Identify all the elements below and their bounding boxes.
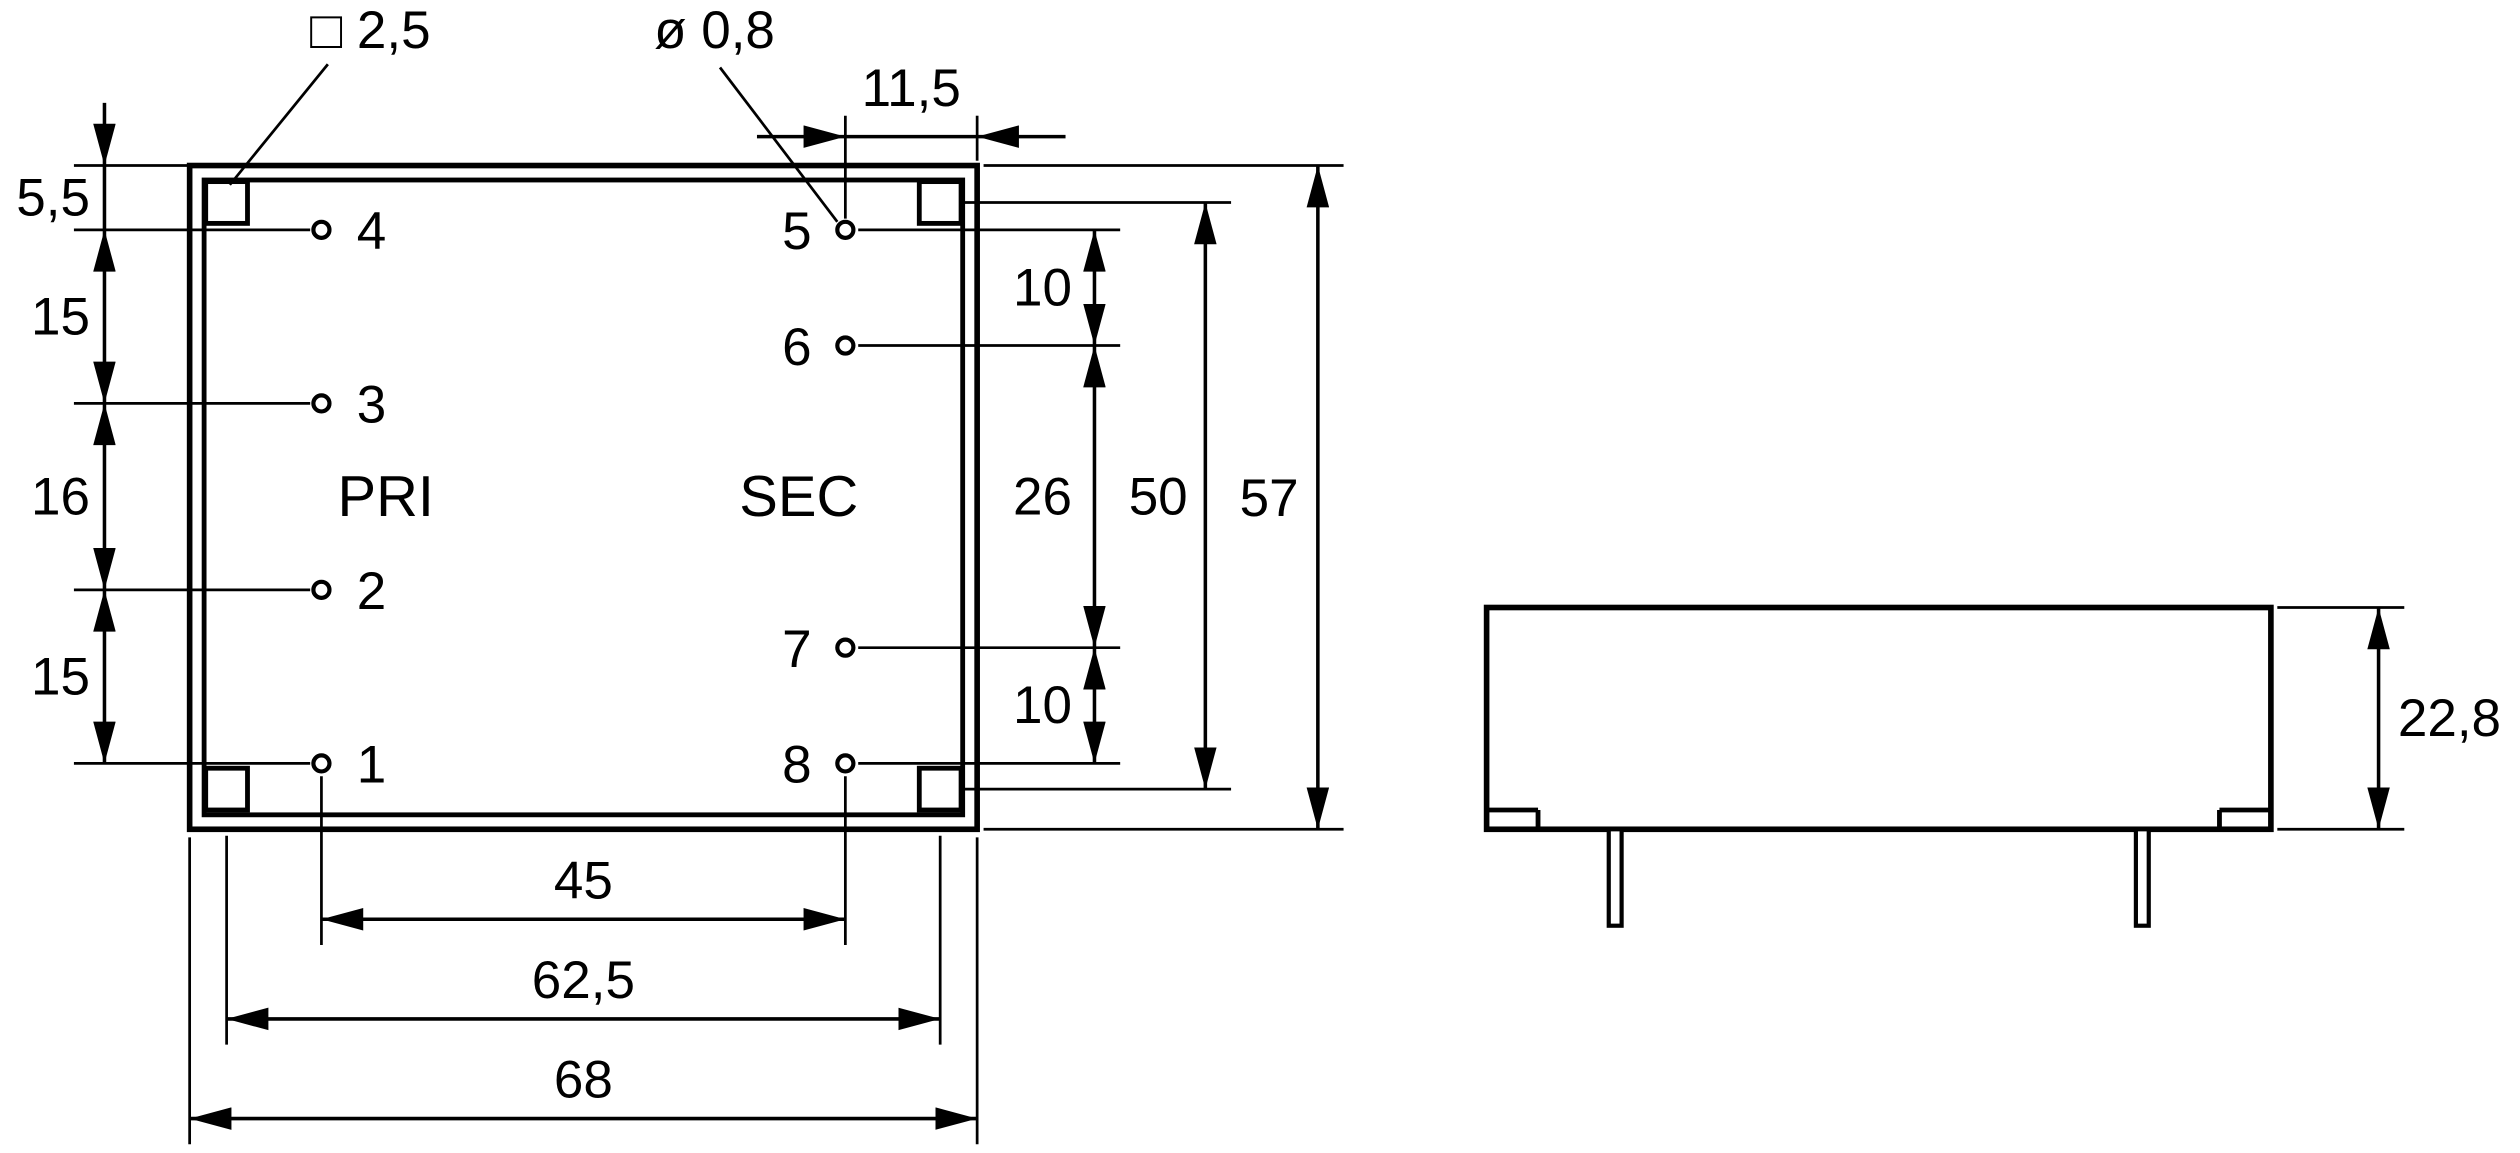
pin-diameter-leader-line — [718, 66, 839, 223]
top-view-body — [186, 162, 980, 833]
pin-dot-4 — [311, 219, 332, 240]
corner-pad-top-right — [916, 179, 964, 226]
leader-pin-diameter: ø 0,8 — [654, 1, 839, 223]
dim-pin-span: 45 — [320, 776, 847, 945]
dim-label-45: 45 — [554, 851, 613, 910]
pin-dot-1 — [311, 753, 332, 774]
corner-pad-bottom-left — [203, 765, 250, 813]
side-view-pins — [1606, 827, 2151, 928]
pin-label-8: 8 — [782, 736, 812, 795]
corner-pad-top-left — [203, 179, 250, 226]
secondary-pins: 5 6 7 8 SEC — [739, 202, 858, 795]
dim-label-57: 57 — [1240, 469, 1299, 528]
dim-pad-span-vertical: 50 — [961, 201, 1232, 791]
dim-right-chain: 10 26 10 — [858, 228, 1121, 765]
primary-pins: 4 3 2 1 PRI — [311, 202, 434, 795]
pin-diameter-label: ø 0,8 — [654, 1, 775, 60]
top-view: 4 3 2 1 PRI 5 6 7 8 SEC — [186, 162, 980, 833]
secondary-winding-label: SEC — [739, 465, 858, 529]
dim-body-width: 68 — [188, 837, 979, 1145]
dim-left-chain: 5,5 15 16 15 — [16, 102, 311, 765]
dim-label-16: 16 — [31, 467, 90, 526]
pin-label-1: 1 — [357, 736, 387, 795]
pin-label-7: 7 — [782, 620, 812, 679]
side-view — [1483, 604, 2274, 928]
side-body-outline — [1483, 604, 2274, 833]
body-outline-outer — [186, 162, 980, 833]
pin-dot-8 — [835, 753, 856, 774]
pin-dot-2 — [311, 579, 332, 600]
dim-pin-to-edge: 11,5 — [756, 59, 1066, 219]
pin-label-2: 2 — [357, 562, 387, 621]
dim-label-10-top: 10 — [1013, 258, 1072, 317]
dim-label-5-5: 5,5 — [16, 168, 90, 227]
dim-label-15-bottom: 15 — [31, 647, 90, 706]
pad-square-leader-line — [228, 63, 329, 186]
dim-label-pin-to-edge: 11,5 — [862, 59, 961, 118]
pin-dot-7 — [835, 637, 856, 658]
leader-pad-square: □ 2,5 — [228, 1, 431, 186]
pad-square-label: □ 2,5 — [310, 1, 430, 60]
pin-dot-5 — [835, 219, 856, 240]
corner-pads — [203, 179, 964, 813]
pin-label-6: 6 — [782, 318, 812, 377]
dim-label-15-top: 15 — [31, 287, 90, 346]
side-pin-left — [1606, 827, 1624, 928]
dim-body-height: 57 — [983, 164, 1344, 831]
dim-label-26: 26 — [1013, 467, 1072, 526]
pin-dot-6 — [835, 335, 856, 356]
pin-label-5: 5 — [782, 202, 812, 261]
pin-label-3: 3 — [357, 376, 387, 435]
dim-label-50: 50 — [1129, 467, 1188, 526]
pin-dot-3 — [311, 393, 332, 414]
corner-pad-bottom-right — [916, 765, 964, 813]
dim-label-22-8: 22,8 — [2398, 689, 2501, 748]
dim-pad-span-horizontal: 62,5 — [225, 835, 942, 1045]
body-outline-inner — [201, 177, 966, 818]
dim-label-10-bottom: 10 — [1013, 676, 1072, 735]
dim-label-62-5: 62,5 — [532, 951, 635, 1010]
side-pin-right — [2133, 827, 2151, 928]
dim-label-68: 68 — [554, 1051, 613, 1110]
pin-label-4: 4 — [357, 202, 387, 261]
primary-winding-label: PRI — [337, 465, 433, 529]
dim-side-height: 22,8 — [2277, 606, 2501, 831]
